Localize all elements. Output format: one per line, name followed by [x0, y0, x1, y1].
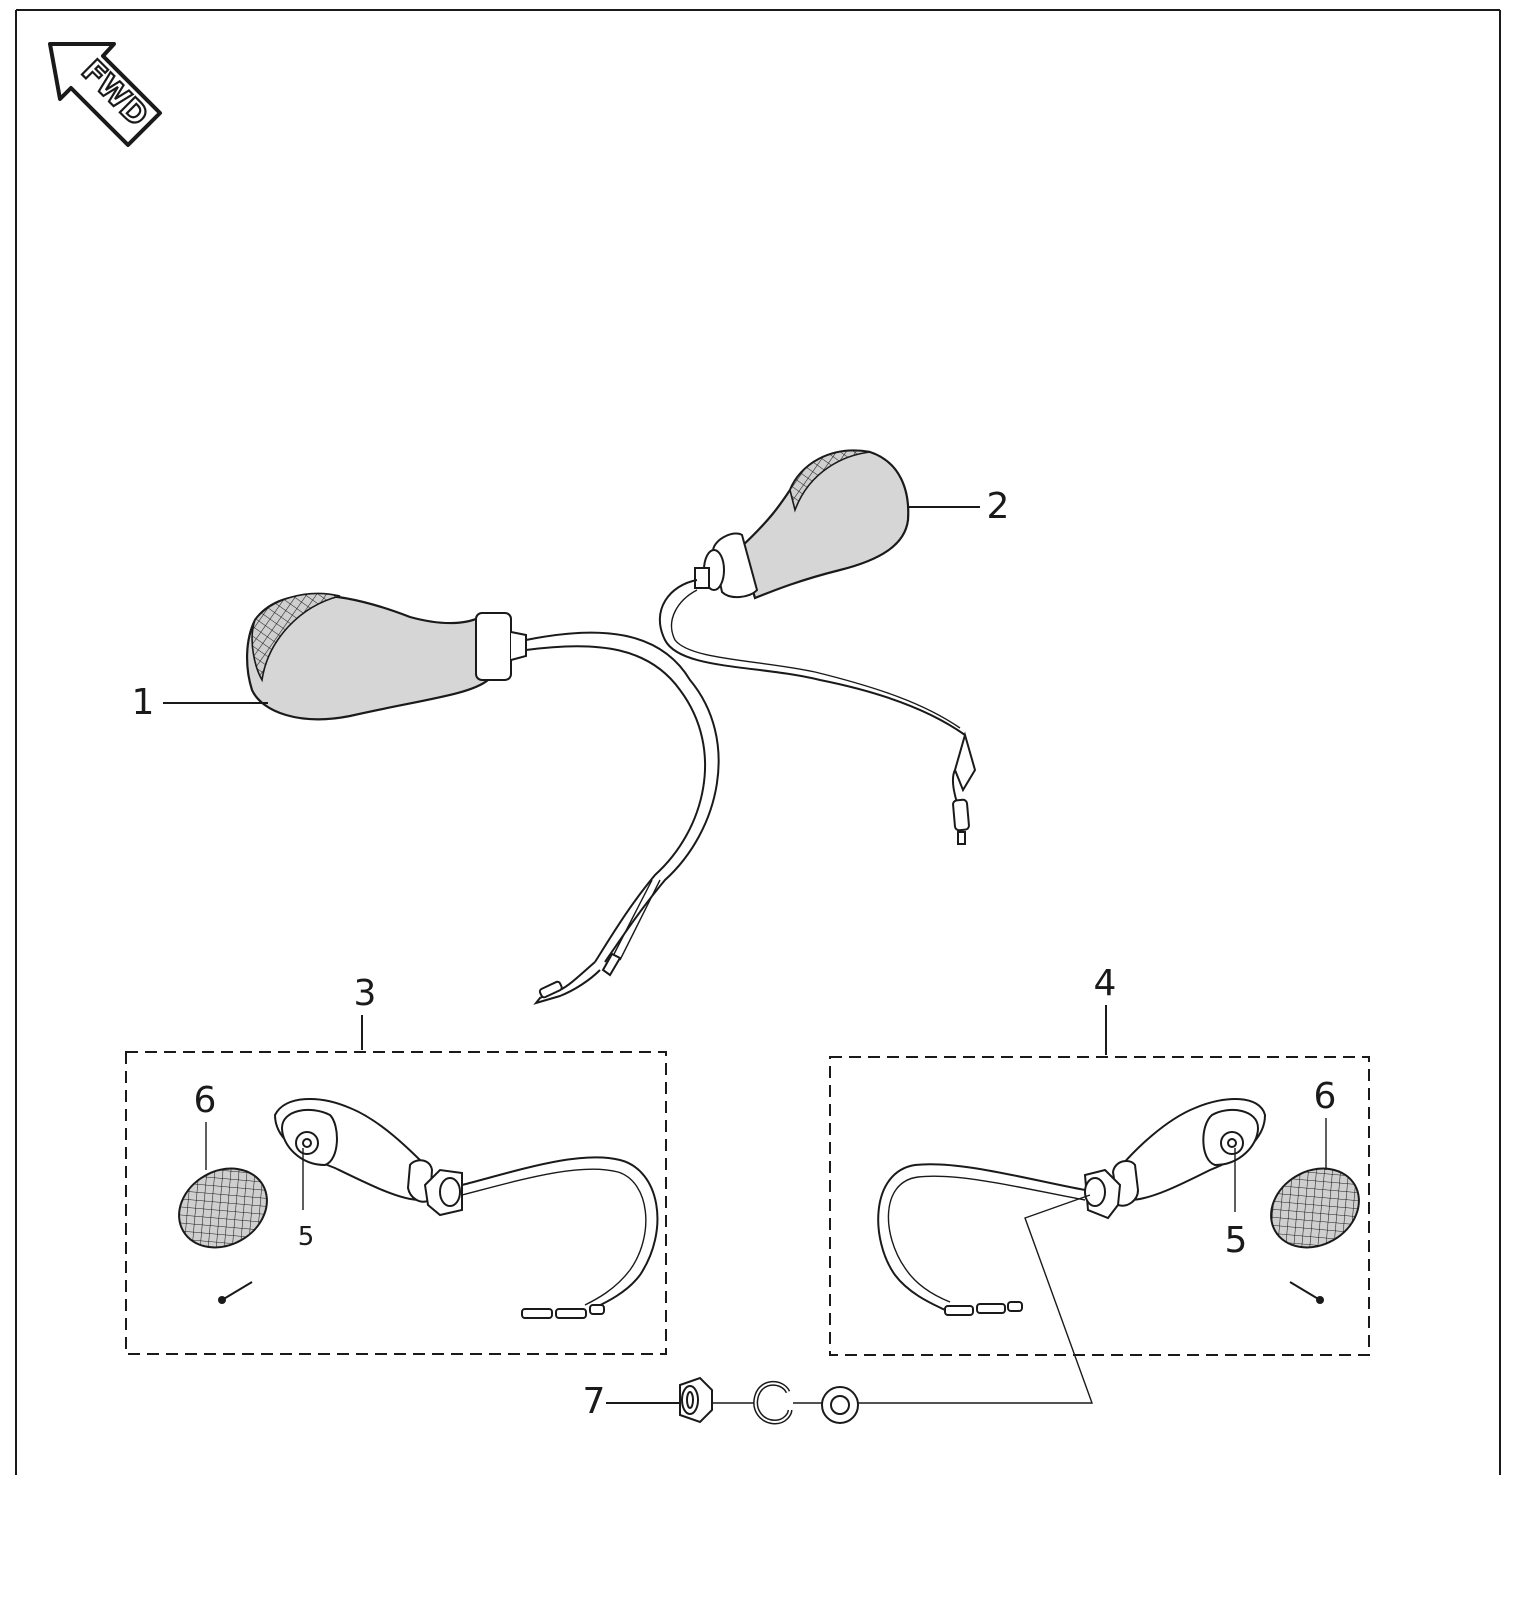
- callout-2: 2: [907, 486, 1009, 527]
- svg-text:6: 6: [194, 1080, 217, 1121]
- hardware-leader-line: [710, 1194, 1093, 1404]
- callout-6-right: 6: [1314, 1076, 1337, 1170]
- screw-right: [1289, 1281, 1324, 1304]
- diagram-frame: [15, 9, 1501, 1475]
- assembly-4-box: [829, 1056, 1370, 1356]
- svg-text:3: 3: [354, 973, 377, 1014]
- svg-text:2: 2: [987, 486, 1010, 527]
- callout-5-left: 5: [298, 1148, 315, 1252]
- screw-left: [218, 1281, 253, 1304]
- svg-text:1: 1: [132, 682, 155, 723]
- turn-signal-assembly-right: [877, 1098, 1267, 1316]
- svg-text:4: 4: [1094, 963, 1117, 1004]
- assembly-3-box: [125, 1051, 667, 1355]
- callout-1: 1: [132, 682, 268, 723]
- callout-7: 7: [583, 1381, 680, 1422]
- svg-text:5: 5: [298, 1222, 315, 1252]
- flat-washer: [821, 1386, 859, 1424]
- callout-4: 4: [1094, 963, 1117, 1055]
- svg-text:7: 7: [583, 1381, 606, 1422]
- lens-left: [178, 1167, 268, 1249]
- nut: [679, 1376, 713, 1424]
- lens-right: [1270, 1167, 1360, 1249]
- svg-text:6: 6: [1314, 1076, 1337, 1117]
- fwd-arrow-icon: FWD: [48, 42, 162, 147]
- callout-5-right: 5: [1225, 1148, 1248, 1261]
- spring-washer: [753, 1380, 793, 1425]
- callout-6-left: 6: [194, 1080, 217, 1170]
- turn-signal-front-left: [245, 592, 720, 1005]
- svg-text:5: 5: [1225, 1220, 1248, 1261]
- turn-signal-assembly-left: [273, 1098, 659, 1319]
- turn-signal-front-right: [658, 449, 977, 845]
- callout-3: 3: [354, 973, 377, 1050]
